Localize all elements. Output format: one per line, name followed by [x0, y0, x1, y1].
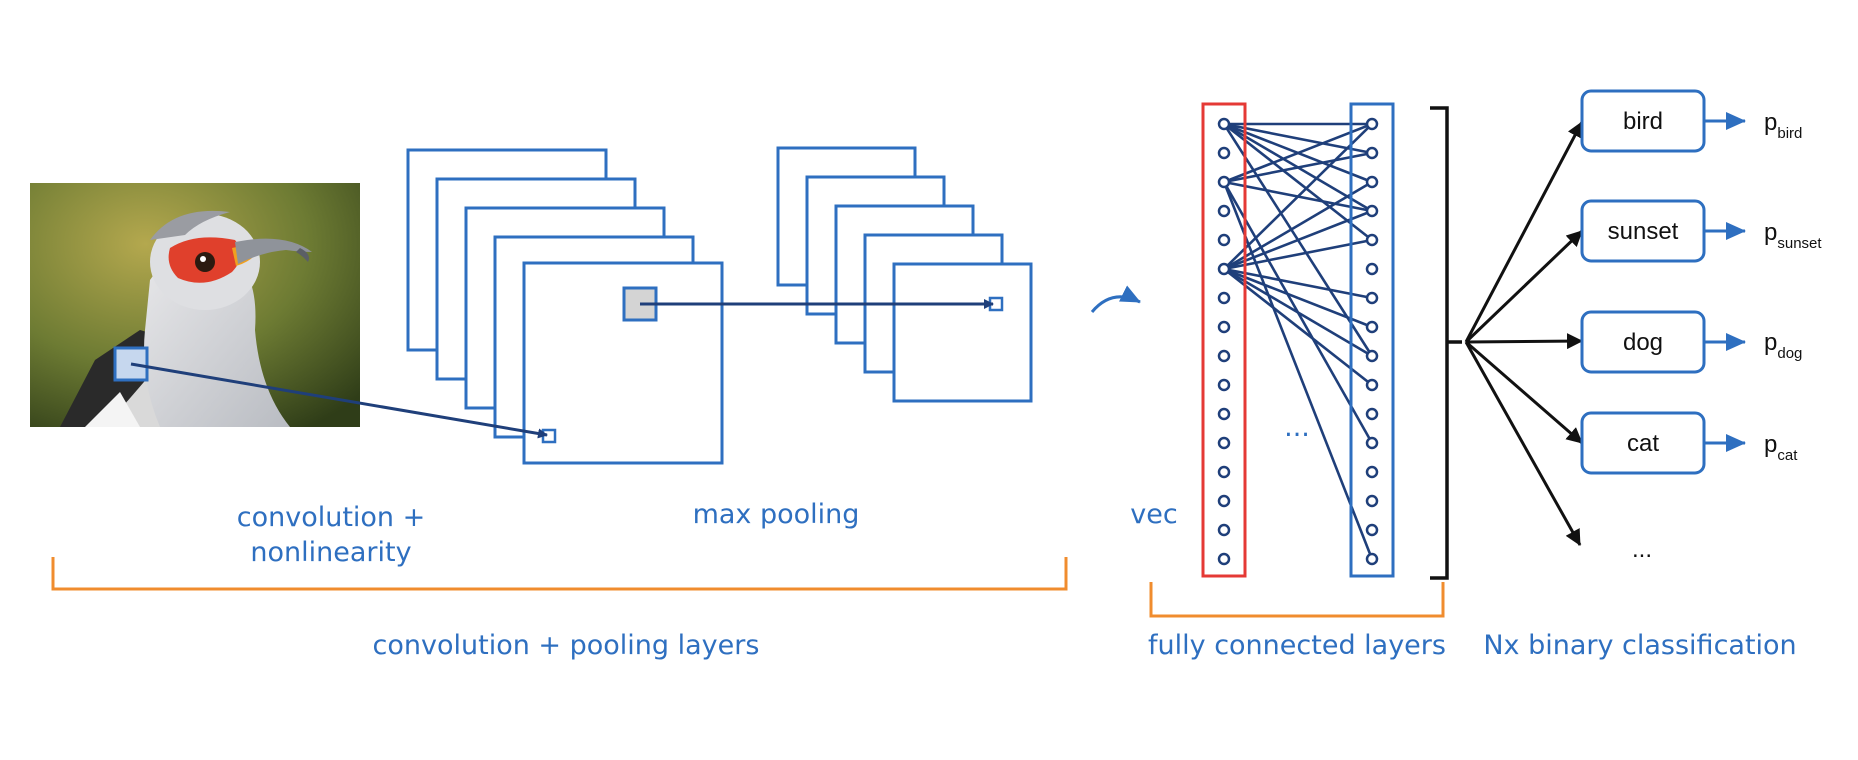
hidden-node: [1365, 523, 1379, 537]
class-box-dog: dog: [1580, 310, 1706, 374]
vec-node: [1217, 378, 1231, 392]
class-label: bird: [1623, 108, 1663, 135]
class-box-bird: bird: [1580, 89, 1706, 153]
conv-nonlinearity-label-1: convolution +: [237, 502, 426, 533]
vec-node: [1217, 204, 1231, 218]
vec-node: [1217, 175, 1231, 189]
hidden-node: [1365, 262, 1379, 276]
hidden-node: [1365, 494, 1379, 508]
hidden-node: [1365, 436, 1379, 450]
fc-connection: [1223, 267, 1373, 329]
fc-connection: [1223, 267, 1373, 358]
vec-node: [1217, 436, 1231, 450]
vec-node: [1217, 494, 1231, 508]
input-image-bird: [30, 183, 360, 427]
fc-connection: [1223, 180, 1373, 271]
fc-connection: [1223, 123, 1373, 270]
fc-connection: [1223, 209, 1373, 271]
vec-label: vec: [1130, 499, 1177, 530]
conv-nonlinearity-label-2: nonlinearity: [250, 537, 411, 568]
hidden-node: [1365, 320, 1379, 334]
vec-node: [1217, 552, 1231, 566]
probability-arrows: [1704, 112, 1746, 452]
fc-connection: [1223, 267, 1373, 387]
fc-connection: [1223, 238, 1373, 271]
prob-dog: pdog: [1764, 329, 1802, 362]
prob-sunset: psunset: [1764, 219, 1822, 252]
class-box-cat: cat: [1580, 411, 1706, 475]
prob-bird: pbird: [1764, 109, 1802, 142]
hidden-column: [1349, 102, 1395, 578]
fc-connection: [1223, 267, 1373, 300]
fc-connection: [1223, 151, 1373, 184]
conv-arrow: [130, 362, 548, 439]
class-label: dog: [1623, 329, 1663, 356]
conv-feature-maps: [406, 148, 724, 465]
fully-connected-network: [1201, 102, 1395, 578]
pooled-feature-maps: [776, 146, 1033, 403]
hidden-node: [1365, 552, 1379, 566]
vec-node: [1217, 291, 1231, 305]
conv-pool-layers-label: convolution + pooling layers: [373, 630, 760, 661]
vec-node: [1217, 407, 1231, 421]
class-label: cat: [1627, 430, 1659, 457]
vec-column: [1201, 102, 1247, 578]
fc-bracket: [1149, 582, 1445, 618]
hidden-node: [1365, 175, 1379, 189]
hidden-node: [1365, 291, 1379, 305]
vec-node: [1217, 320, 1231, 334]
vec-node: [1217, 233, 1231, 247]
hidden-node: [1365, 378, 1379, 392]
hidden-node: [1365, 146, 1379, 160]
vec-node: [1217, 465, 1231, 479]
hidden-node: [1365, 233, 1379, 247]
vec-node: [1217, 523, 1231, 537]
hidden-node: [1365, 465, 1379, 479]
hidden-node: [1365, 204, 1379, 218]
vec-node: [1217, 117, 1231, 131]
curly-brace: [1430, 106, 1462, 580]
fc-connection: [1223, 122, 1373, 184]
max-pooling-label: max pooling: [693, 499, 860, 530]
vec-node: [1217, 146, 1231, 160]
class-label: sunset: [1608, 218, 1679, 245]
hidden-node: [1365, 117, 1379, 131]
classification-fan-arrows: [1464, 121, 1584, 546]
prob-cat: pcat: [1764, 431, 1798, 464]
hidden-node: [1365, 349, 1379, 363]
curved-arrow-icon: [1090, 285, 1141, 313]
vec-node: [1217, 349, 1231, 363]
class-ellipsis: ...: [1632, 536, 1652, 563]
fc-layers-label: fully connected layers: [1148, 630, 1446, 661]
binary-classification-label: Nx binary classification: [1483, 630, 1796, 661]
vec-node: [1217, 262, 1231, 276]
conv-pool-bracket: [51, 557, 1068, 591]
class-box-sunset: sunset: [1580, 199, 1706, 263]
hidden-node: [1365, 407, 1379, 421]
fc-ellipsis: ...: [1284, 412, 1310, 443]
